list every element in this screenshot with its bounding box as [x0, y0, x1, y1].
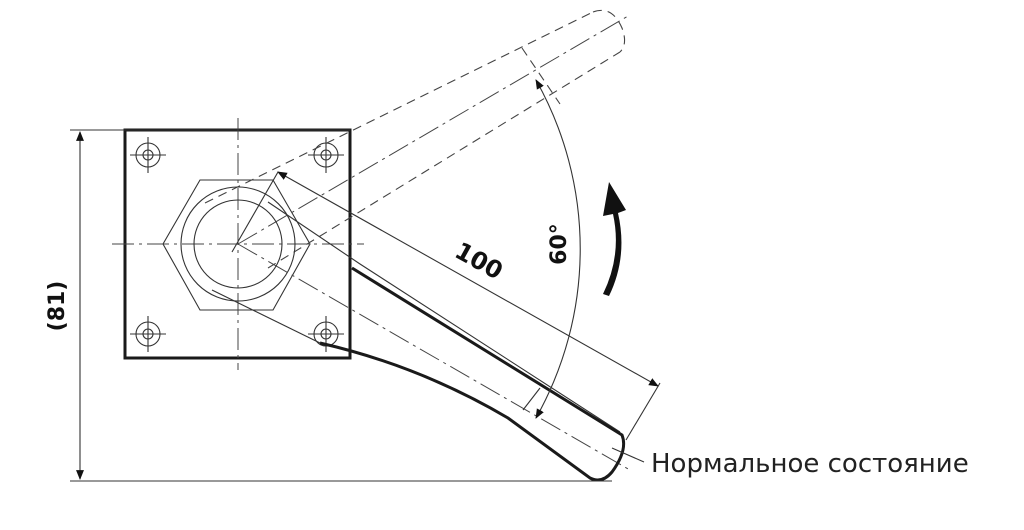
bolt-hole-top-right	[308, 137, 344, 173]
rotation-arrow	[603, 182, 626, 296]
angle-dimension-label: 60°	[547, 223, 572, 265]
caption-leader	[611, 447, 645, 463]
bolt-hole-bottom-left	[130, 316, 166, 352]
height-dimension-label: (81)	[45, 281, 70, 332]
height-dimension	[70, 129, 612, 482]
length-dimension-label: 100	[450, 237, 507, 286]
normal-state-caption: Нормальное состояние	[651, 449, 969, 479]
length-dimension	[231, 171, 661, 441]
bolt-hole-top-left	[130, 137, 166, 173]
